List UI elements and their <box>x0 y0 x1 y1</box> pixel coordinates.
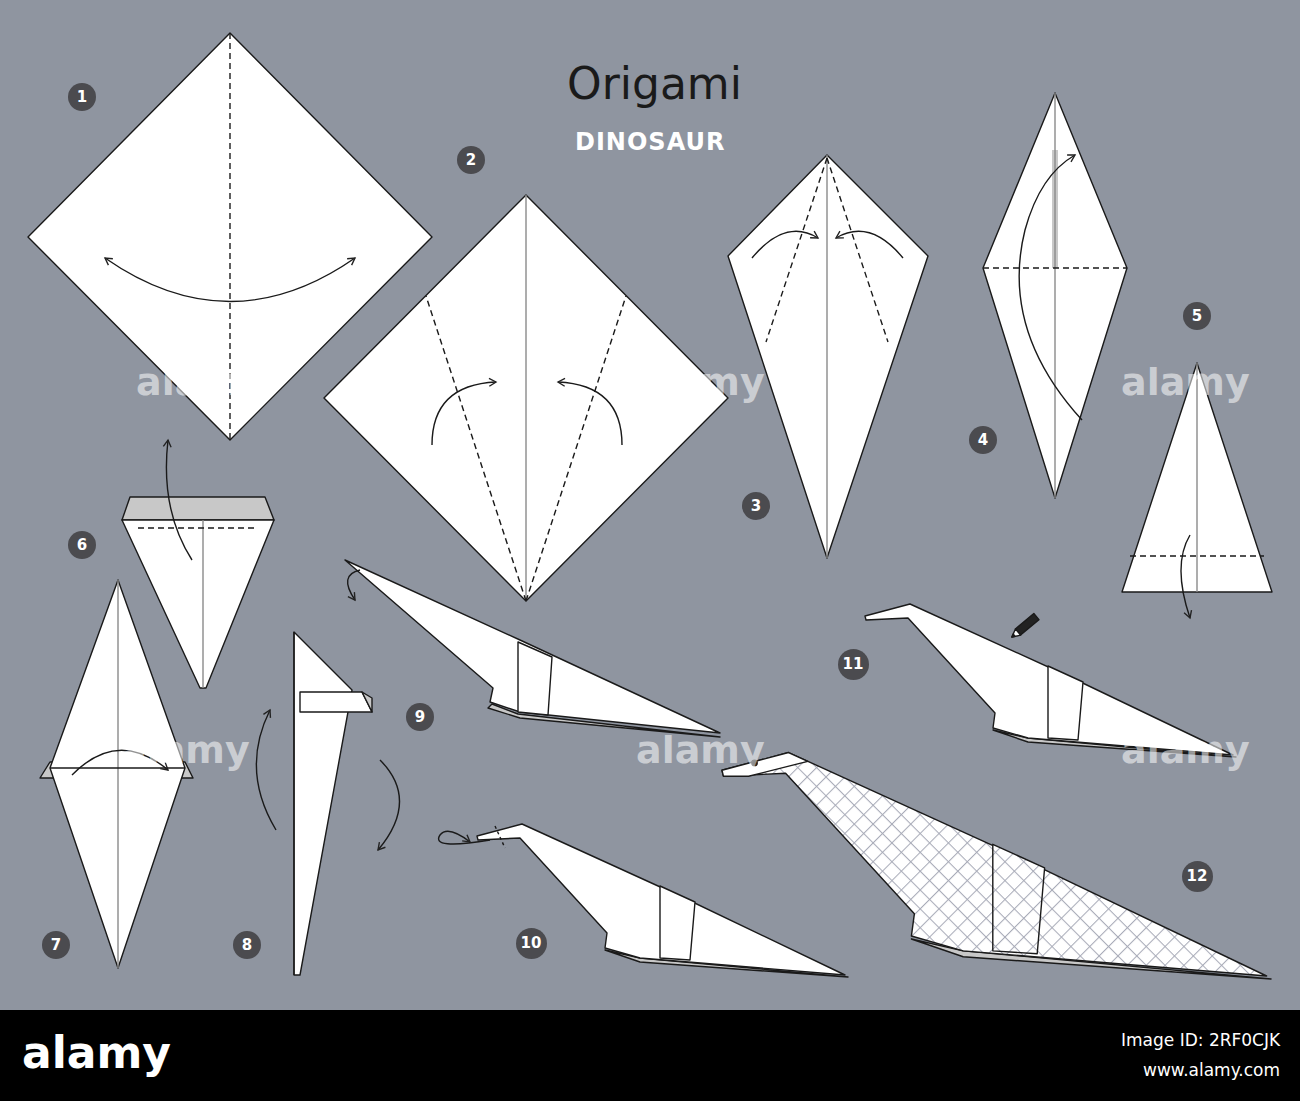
step-number-text: 12 <box>1187 869 1208 884</box>
step-number: 3 <box>742 492 770 520</box>
step-number: 7 <box>42 931 70 959</box>
watermark: alamy <box>636 360 765 404</box>
diagram-title: Origami <box>567 58 742 109</box>
step9-figure <box>345 560 720 737</box>
step-number: 11 <box>838 649 869 680</box>
step10-figure <box>477 824 848 977</box>
watermark: alamy <box>1121 360 1250 404</box>
step-number: 9 <box>406 703 434 731</box>
step-number: 1 <box>68 83 96 111</box>
step4-figure <box>983 93 1127 498</box>
step-number-text: 3 <box>751 499 761 514</box>
pencil-icon <box>1009 614 1039 641</box>
step-number-text: 11 <box>843 657 864 672</box>
step7-figure <box>40 580 193 968</box>
step-number: 4 <box>969 426 997 454</box>
step-number: 8 <box>233 931 261 959</box>
footer-bar <box>0 1010 1300 1101</box>
step12-figure <box>722 753 1271 979</box>
watermark: alamy <box>1121 728 1250 772</box>
subtitle: DINOSAUR <box>575 128 725 156</box>
step-number-text: 8 <box>242 938 252 953</box>
step-number: 10 <box>516 928 547 959</box>
step-number: 2 <box>457 146 485 174</box>
image-id: Image ID: 2RF0CJK <box>1121 1030 1280 1050</box>
watermark: alamy <box>136 360 265 404</box>
step-number: 5 <box>1183 302 1211 330</box>
watermark: alamy <box>636 728 765 772</box>
step-number-text: 10 <box>521 936 542 951</box>
step-number-text: 7 <box>51 938 61 953</box>
step-number-text: 2 <box>466 153 476 168</box>
step8-figure <box>256 632 399 975</box>
step3-figure <box>728 155 928 558</box>
watermark: alamy <box>121 728 250 772</box>
step-number-text: 4 <box>978 433 988 448</box>
step-number: 12 <box>1182 861 1213 892</box>
step-number: 6 <box>68 531 96 559</box>
step-number-text: 5 <box>1192 309 1202 324</box>
step6-figure <box>122 440 274 688</box>
step-number-text: 1 <box>77 90 87 105</box>
footer-logo: alamy <box>22 1027 171 1078</box>
step-number-text: 9 <box>415 710 425 725</box>
step-number-text: 6 <box>77 538 87 553</box>
footer-url: www.alamy.com <box>1143 1060 1280 1080</box>
